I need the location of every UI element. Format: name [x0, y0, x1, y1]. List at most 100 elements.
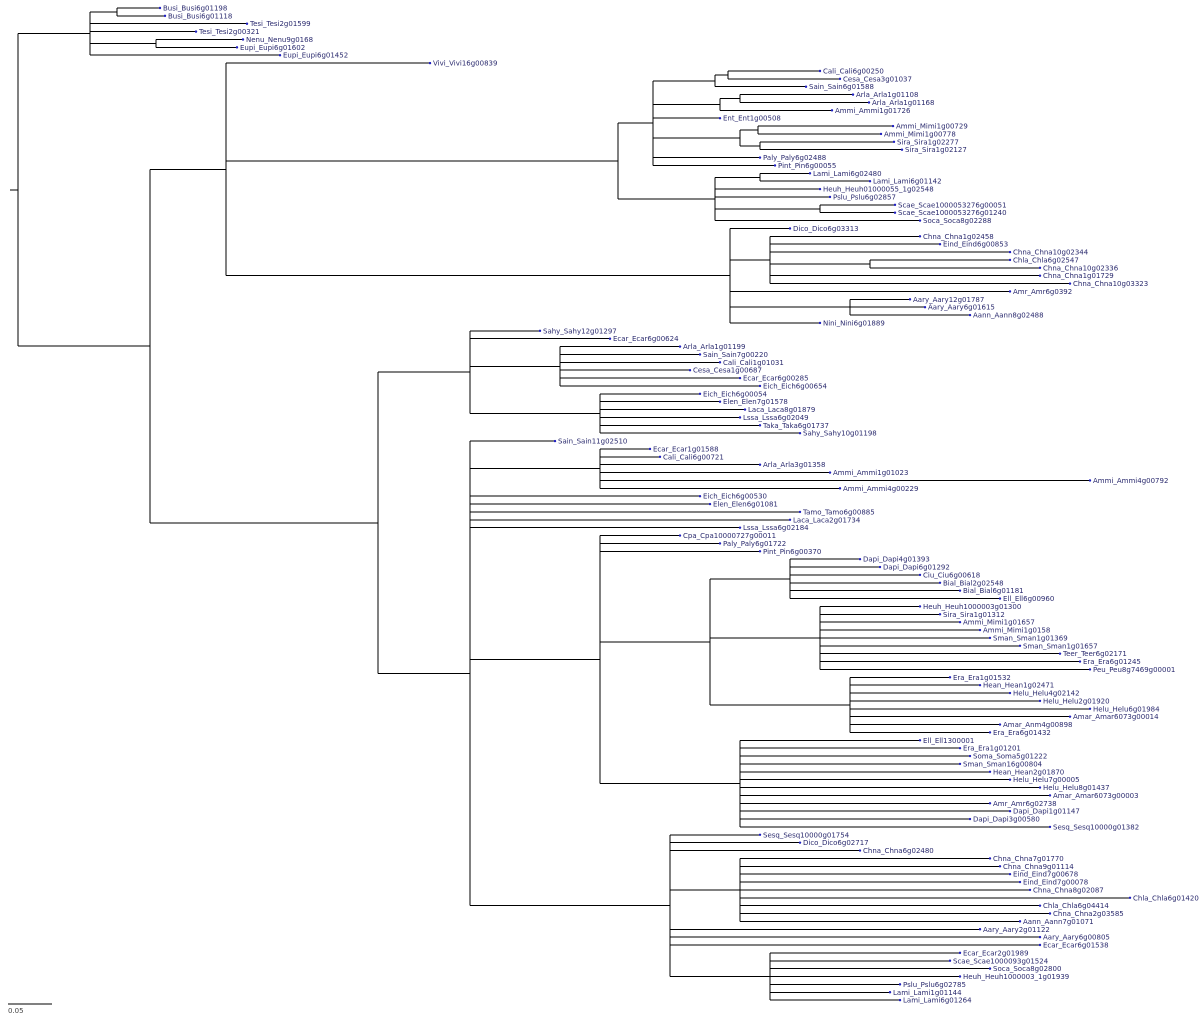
- tip-label: Eupi_Eupi6g01602: [240, 44, 305, 52]
- tip-label: Bial_Bial2g02548: [943, 579, 1004, 587]
- tip-marker: [758, 156, 762, 159]
- tip-label: Ammi_Ammi4g00792: [1093, 477, 1168, 485]
- tip-marker: [818, 321, 822, 325]
- tip-label: Paly_Paly6g01722: [723, 540, 786, 548]
- tip-label: Lami_Lami1g01144: [893, 989, 962, 997]
- tip-marker: [988, 731, 992, 734]
- tip-marker: [918, 219, 922, 222]
- tip-marker: [988, 857, 992, 860]
- tip-label: Ell_Ell6g00960: [1003, 595, 1054, 603]
- tip-label: Ammi_Ammi1g01726: [835, 107, 911, 115]
- tip-label: Pslu_Pslu6g02857: [833, 193, 896, 201]
- tip-label: Cesa_Cesa3g01037: [843, 75, 912, 83]
- tip-marker: [1018, 644, 1022, 647]
- tip-marker: [1068, 282, 1072, 285]
- tip-marker: [978, 683, 982, 687]
- tip-marker: [538, 329, 542, 333]
- tip-marker: [858, 557, 862, 561]
- tip-marker: [1008, 778, 1012, 781]
- tip-marker: [918, 573, 922, 577]
- tip-label: Aary_Aary12g01787: [913, 296, 984, 304]
- tip-marker: [1038, 274, 1042, 277]
- tip-marker: [1078, 660, 1082, 663]
- tip-marker: [892, 140, 896, 144]
- tip-label: Chla_Chla6g04414: [1043, 902, 1109, 910]
- tip-marker: [1008, 691, 1012, 695]
- tip-label: Sesq_Sesq10000g01754: [763, 831, 850, 839]
- tip-marker: [988, 770, 992, 773]
- tip-marker: [868, 180, 872, 183]
- tip-marker: [998, 865, 1002, 868]
- tip-marker: [958, 951, 962, 955]
- tip-marker: [923, 306, 927, 309]
- tip-marker: [988, 636, 992, 640]
- tip-label: Era_Era1g01201: [963, 745, 1021, 753]
- tip-label: Eich_Eich6g00054: [703, 390, 768, 398]
- tip-label: Sain_Sain6g01588: [809, 83, 874, 91]
- tip-marker: [738, 416, 742, 419]
- tip-marker: [235, 46, 239, 49]
- tip-label: Chla_Chla6g02547: [1013, 256, 1079, 264]
- tip-label: Tesi_Tesi2g01599: [249, 20, 311, 28]
- tip-marker: [1088, 668, 1092, 671]
- tip-label: Scae_Scae1000093g01524: [953, 957, 1049, 965]
- tip-label: Soca_Soca8g02800: [993, 965, 1061, 973]
- tip-label: Helu_Helu2g01920: [1043, 697, 1110, 705]
- tip-label: Ammi_Mimi1g01657: [963, 619, 1035, 627]
- tip-marker: [818, 69, 822, 73]
- tip-label: Hean_Hean2g01870: [993, 768, 1064, 776]
- tip-label: Ciu_Ciu6g00618: [923, 571, 980, 579]
- tip-marker: [608, 337, 612, 340]
- tip-label: Sira_Sira1g02277: [897, 138, 959, 146]
- tip-label: Teer_Teer6g02171: [1062, 650, 1127, 658]
- tip-label: Hean_Hean1g02471: [983, 682, 1054, 690]
- tip-label: Amr_Amr6g0392: [1013, 288, 1072, 296]
- tip-label: Bial_Bial6g01181: [963, 587, 1024, 595]
- tip-label: Lami_Lami6g01264: [903, 997, 972, 1005]
- tip-label: Chna_Chna7g01770: [993, 855, 1064, 863]
- tip-label: Sira_Sira1g01312: [943, 611, 1005, 619]
- tip-label: Dapi_Dapi6g01292: [883, 564, 950, 572]
- tip-label: Ecar_Ecar6g01538: [1043, 942, 1109, 950]
- tip-marker: [898, 983, 902, 986]
- tip-label: Soma_Soma5g01222: [973, 753, 1047, 761]
- tip-label: Paly_Paly6g02488: [763, 154, 826, 162]
- tip-marker: [958, 746, 962, 750]
- tip-marker: [698, 353, 702, 356]
- tip-label: Ecar_Ecar1g01588: [653, 445, 719, 453]
- tip-marker: [718, 400, 722, 403]
- tip-label: Aann_Aann8g02488: [973, 312, 1044, 320]
- tip-marker: [958, 589, 962, 592]
- tip-label: Taka_Taka6g01737: [762, 422, 829, 430]
- tip-label: Sesq_Sesq10000g01382: [1053, 823, 1139, 831]
- tip-label: Ammi_Ammi1g01023: [833, 469, 908, 477]
- tip-marker: [968, 313, 972, 317]
- tip-label: Ammi_Mimi1g00778: [884, 130, 956, 138]
- tip-label: Aary_Aary6g00805: [1043, 934, 1110, 942]
- tip-label: Cesa_Cesa1g00687: [693, 367, 762, 375]
- tip-marker: [163, 14, 167, 18]
- tip-label: Ecar_Ecar6g00285: [743, 375, 809, 383]
- tip-label: Cali_Cali6g00250: [823, 67, 884, 75]
- tip-label: Elen_Elen7g01578: [723, 398, 788, 406]
- tip-label: Tesi_Tesi2g00321: [198, 28, 260, 36]
- tip-marker: [194, 30, 198, 33]
- tip-marker: [900, 148, 904, 151]
- tip-marker: [1038, 904, 1042, 907]
- tip-label: Sman_Sman16g00804: [963, 760, 1043, 768]
- tip-marker: [658, 455, 662, 459]
- tip-marker: [988, 967, 992, 970]
- tip-label: Helu_Helu6g01984: [1093, 705, 1160, 713]
- tip-marker: [938, 613, 942, 616]
- tip-marker: [245, 22, 249, 25]
- tip-label: Chna_Chna8g02087: [1033, 886, 1104, 894]
- tip-label: Chna_Chna9g01114: [1003, 863, 1074, 871]
- tip-label: Pint_Pin6g00055: [778, 162, 836, 170]
- tip-label: Scae_Scae1000053276g01240: [898, 209, 1007, 217]
- tip-marker: [678, 534, 682, 537]
- tip-marker: [788, 518, 792, 522]
- tip-marker: [818, 187, 822, 191]
- tip-label: Sain_Sain11g02510: [558, 438, 627, 446]
- tip-label: Nenu_Nenu9g0168: [246, 36, 313, 44]
- tip-label: Eind_Eind6g00853: [943, 241, 1008, 249]
